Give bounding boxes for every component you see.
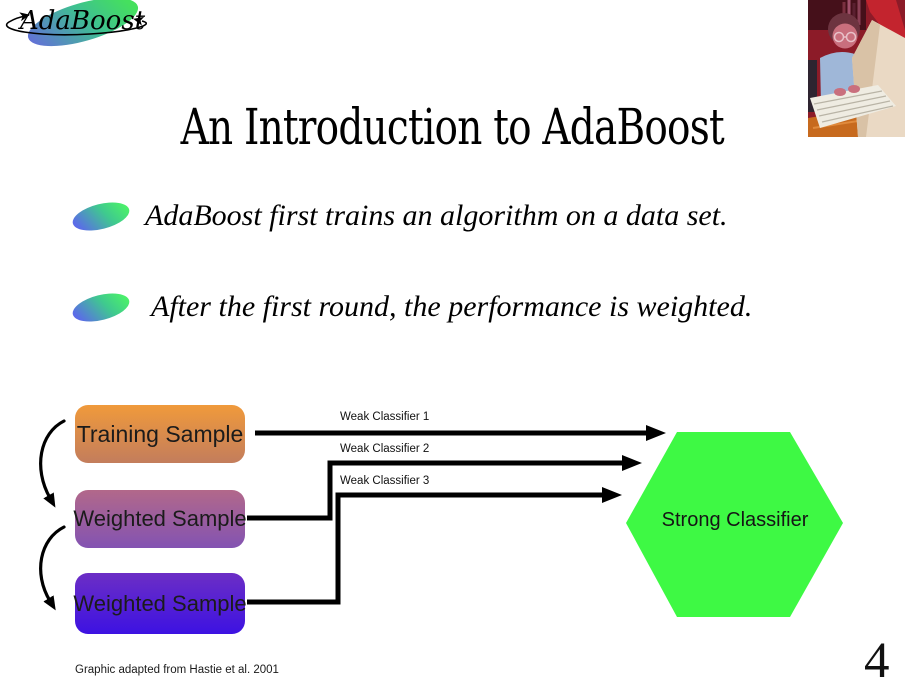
- bullet-text-2: After the first round, the performance i…: [151, 290, 753, 323]
- title-row: An Introduction to AdaBoost: [0, 98, 905, 156]
- logo-text: AdaBoost: [20, 6, 146, 36]
- left-hand: [834, 88, 846, 96]
- source-caption: Graphic adapted from Hastie et al. 2001: [75, 664, 279, 676]
- loop-arrow-2: [39, 525, 66, 611]
- bullet-ellipse-icon: [69, 196, 133, 236]
- weak-classifier-2-label: Weak Classifier 2: [340, 443, 430, 455]
- bullet-item-2: After the first round, the performance i…: [69, 287, 753, 327]
- strong-classifier-label: Strong Classifier: [661, 509, 809, 531]
- bullet-ellipse-icon: [69, 287, 133, 327]
- logo-orbit-arrow-icon: [5, 12, 147, 36]
- child-at-computer-photo: [808, 0, 905, 137]
- training-sample-label: Training Sample: [76, 420, 244, 447]
- adaboost-logo: AdaBoost: [0, 0, 165, 58]
- weighted-sample-box-2: Weighted Sample: [73, 573, 247, 634]
- weighted-sample-label-2: Weighted Sample: [73, 590, 247, 616]
- loop-arrow-1: [39, 419, 66, 508]
- bullet-item-1: AdaBoost first trains an algorithm on a …: [69, 196, 728, 236]
- page-number: 4: [864, 633, 890, 689]
- weak-classifier-3-arrow: [247, 487, 622, 605]
- weak-classifier-1-label: Weak Classifier 1: [340, 411, 430, 423]
- weighted-sample-box-1: Weighted Sample: [73, 490, 247, 548]
- keyboard-keys: [813, 90, 894, 123]
- weak-classifier-2-arrow: [247, 455, 642, 521]
- weighted-sample-label-1: Weighted Sample: [73, 506, 247, 531]
- slide-title: An Introduction to AdaBoost: [180, 98, 725, 156]
- weak-classifier-3-label: Weak Classifier 3: [340, 475, 430, 487]
- training-sample-box: Training Sample: [75, 405, 245, 463]
- bullet-text-1: AdaBoost first trains an algorithm on a …: [145, 199, 728, 232]
- glasses: [833, 31, 857, 43]
- face: [832, 23, 858, 49]
- right-hand: [848, 85, 860, 93]
- chair: [808, 60, 817, 112]
- keyboard: [810, 85, 896, 128]
